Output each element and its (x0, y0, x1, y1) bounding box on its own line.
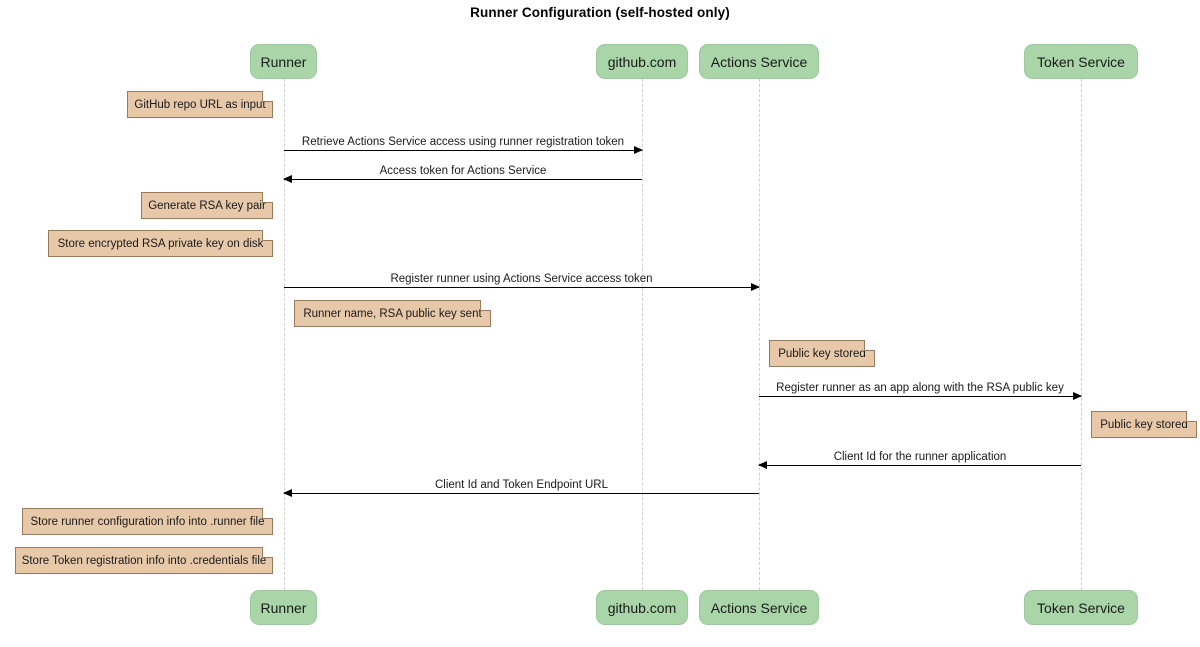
note: Public key stored (1091, 411, 1197, 438)
participant-runner-top[interactable]: Runner (250, 44, 317, 79)
note: Store runner configuration info into .ru… (22, 508, 273, 535)
message-runner-to-actions: Register runner using Actions Service ac… (284, 273, 760, 291)
note-fold-corner-icon (262, 91, 273, 102)
note-fold-corner-icon (262, 230, 273, 241)
note-fold-corner-icon (262, 547, 273, 558)
lifeline-actions (759, 79, 760, 590)
message-label: Client Id and Token Endpoint URL (434, 479, 609, 491)
note: Generate RSA key pair (141, 192, 273, 219)
message-line (284, 179, 642, 180)
arrowhead-left-icon (283, 174, 292, 183)
message-runner-to-github: Retrieve Actions Service access using ru… (284, 136, 643, 154)
note-text: Store runner configuration info into .ru… (30, 515, 265, 528)
arrowhead-left-icon (283, 488, 292, 497)
message-line (284, 287, 759, 288)
message-line (284, 493, 759, 494)
note-fold-corner-icon (262, 192, 273, 203)
arrowhead-right-icon (751, 282, 760, 291)
message-label: Retrieve Actions Service access using ru… (301, 136, 625, 148)
note-text: Store encrypted RSA private key on disk (57, 237, 264, 250)
lifeline-token (1081, 79, 1082, 590)
message-label: Access token for Actions Service (379, 165, 547, 177)
message-github-to-runner: Access token for Actions Service (283, 165, 642, 183)
note-text: Runner name, RSA public key sent (303, 307, 482, 320)
note-text: GitHub repo URL as input (134, 98, 266, 111)
message-line (284, 150, 642, 151)
message-label: Register runner using Actions Service ac… (390, 273, 653, 285)
participant-token-top[interactable]: Token Service (1024, 44, 1138, 79)
participant-actions-bottom[interactable]: Actions Service (699, 590, 819, 625)
note-text: Public key stored (1100, 418, 1188, 431)
participant-label: Token Service (1037, 599, 1125, 616)
note-fold-corner-icon (1186, 411, 1197, 422)
arrowhead-left-icon (758, 460, 767, 469)
lifeline-github (642, 79, 643, 590)
participant-label: Actions Service (710, 53, 808, 70)
arrowhead-right-icon (1073, 391, 1082, 400)
message-actions-to-token: Register runner as an app along with the… (759, 382, 1082, 400)
note-text: Public key stored (778, 347, 866, 360)
participant-label: github.com (607, 53, 677, 70)
page-title: Runner Configuration (self-hosted only) (470, 5, 730, 20)
participant-label: Runner (260, 53, 307, 70)
note-fold-corner-icon (864, 340, 875, 351)
note-fold-corner-icon (480, 300, 491, 311)
participant-github-top[interactable]: github.com (596, 44, 688, 79)
message-label: Register runner as an app along with the… (776, 382, 1064, 394)
message-actions-to-runner: Client Id and Token Endpoint URL (283, 479, 759, 497)
note-fold-corner-icon (262, 508, 273, 519)
arrowhead-right-icon (634, 145, 643, 154)
participant-label: Token Service (1037, 53, 1125, 70)
message-line (759, 396, 1081, 397)
note-text: Store Token registration info into .cred… (21, 554, 267, 567)
participant-runner-bottom[interactable]: Runner (250, 590, 317, 625)
note: GitHub repo URL as input (127, 91, 273, 118)
message-line (759, 465, 1081, 466)
participant-label: github.com (607, 599, 677, 616)
participant-github-bottom[interactable]: github.com (596, 590, 688, 625)
note: Runner name, RSA public key sent (294, 300, 491, 327)
note: Store encrypted RSA private key on disk (48, 230, 273, 257)
participant-label: Actions Service (710, 599, 808, 616)
note-text: Generate RSA key pair (148, 199, 266, 212)
note: Store Token registration info into .cred… (15, 547, 273, 574)
message-label: Client Id for the runner application (833, 451, 1007, 463)
participant-label: Runner (260, 599, 307, 616)
note: Public key stored (769, 340, 875, 367)
message-token-to-actions: Client Id for the runner application (758, 451, 1081, 469)
lifeline-runner (284, 79, 285, 590)
participant-actions-top[interactable]: Actions Service (699, 44, 819, 79)
participant-token-bottom[interactable]: Token Service (1024, 590, 1138, 625)
